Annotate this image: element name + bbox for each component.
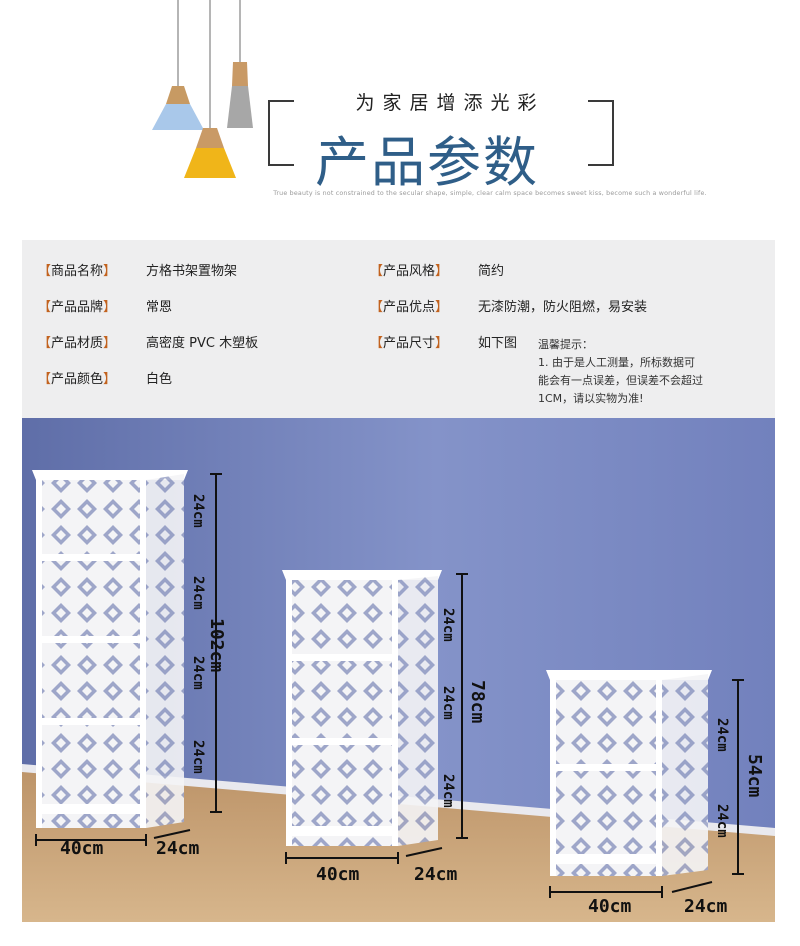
spec-value-material: 高密度 PVC 木塑板 — [146, 336, 259, 351]
title-bracket-right — [588, 100, 614, 166]
tall-depth: 24cm — [156, 838, 200, 859]
spec-value-style: 简约 — [478, 264, 505, 279]
spec-label-style: 【产品风格】 — [370, 264, 449, 279]
tall-width: 40cm — [60, 838, 104, 859]
spec-label-color: 【产品颜色】 — [38, 372, 117, 387]
title-bracket-left — [268, 100, 294, 166]
tall-height: 102cm — [206, 618, 227, 673]
tall-shelf-3: 24cm — [190, 656, 206, 690]
short-width: 40cm — [588, 896, 632, 917]
note-line-1: 1. 由于是人工测量，所标数据可 — [538, 356, 695, 369]
pendant-lamp-icon — [152, 0, 253, 178]
spec-label-brand: 【产品品牌】 — [38, 300, 117, 315]
tall-shelf — [32, 470, 188, 828]
mid-shelf-1: 24cm — [440, 608, 456, 642]
spec-value-color: 白色 — [146, 372, 173, 387]
spec-label-name: 【商品名称】 — [38, 264, 117, 279]
tagline: True beauty is not constrained to the se… — [273, 190, 707, 197]
note-line-3: 1CM，请以实物为准! — [538, 392, 644, 405]
spec-label-material: 【产品材质】 — [38, 336, 117, 351]
mid-shelf-3: 24cm — [440, 774, 456, 808]
header: 为家居增添光彩 产品参数 True beauty is not constrai… — [0, 0, 800, 240]
bookshelf-image: 24cm 24cm 24cm 24cm 102cm 40cm 24cm 24cm… — [22, 418, 775, 922]
slogan: 为家居增添光彩 — [355, 92, 545, 114]
mid-shelf — [282, 570, 442, 846]
spec-value-size: 如下图 — [478, 336, 518, 351]
short-shelf — [546, 670, 712, 876]
short-height: 54cm — [744, 754, 765, 798]
mid-depth: 24cm — [414, 864, 458, 885]
spec-panel — [22, 240, 775, 418]
tall-shelf-2: 24cm — [190, 576, 206, 610]
spec-value-brand: 常恩 — [146, 300, 173, 315]
note-line-2: 能会有一点误差，但误差不会超过 — [538, 374, 703, 387]
spec-label-advantage: 【产品优点】 — [370, 300, 449, 315]
mid-height: 78cm — [467, 680, 488, 724]
page-title: 产品参数 — [315, 131, 539, 194]
spec-value-advantage: 无漆防潮，防火阻燃，易安装 — [478, 300, 648, 315]
tall-shelf-1: 24cm — [190, 494, 206, 528]
spec-label-size: 【产品尺寸】 — [370, 336, 449, 351]
short-depth: 24cm — [684, 896, 728, 917]
spec-value-name: 方格书架置物架 — [146, 264, 238, 279]
tall-shelf-4: 24cm — [190, 740, 206, 774]
short-shelf-2: 24cm — [714, 804, 730, 838]
note-title: 温馨提示： — [538, 338, 593, 351]
mid-shelf-2: 24cm — [440, 686, 456, 720]
mid-width: 40cm — [316, 864, 360, 885]
short-shelf-1: 24cm — [714, 718, 730, 752]
measurement-note: 温馨提示： 1. 由于是人工测量，所标数据可 能会有一点误差，但误差不会超过 1… — [538, 336, 738, 408]
